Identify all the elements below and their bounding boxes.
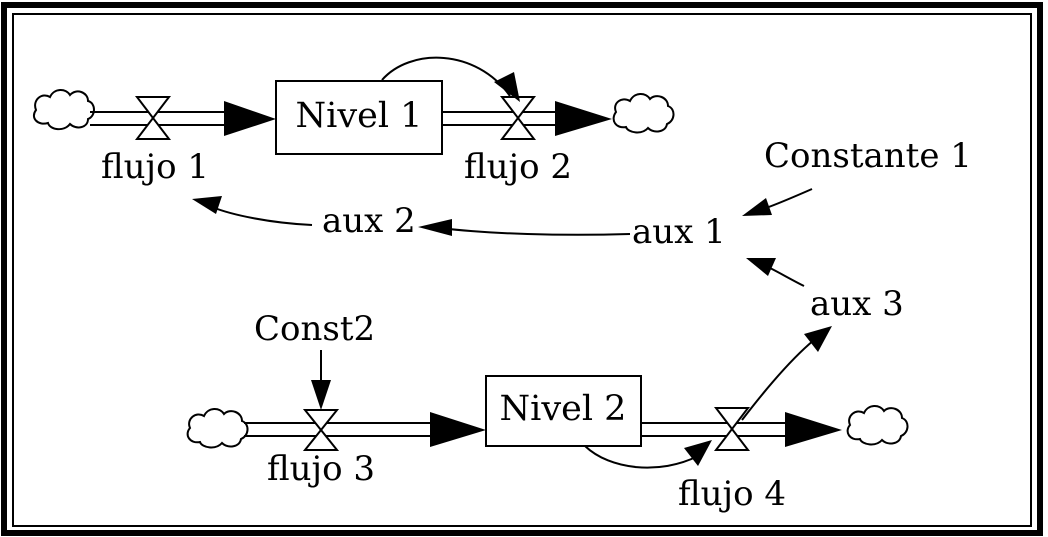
flow-label-flujo-1: flujo 1	[101, 147, 209, 187]
sink-cloud-icon	[846, 405, 909, 446]
aux-label-aux-1: aux 1	[632, 212, 726, 252]
link-flujo4-to-aux3	[741, 339, 815, 421]
stock-label-nivel-1: Nivel 1	[296, 96, 423, 136]
link-aux1-to-aux2	[439, 227, 631, 236]
link-constante1-to-aux1	[765, 188, 813, 209]
diagram-frame-inner	[12, 13, 1032, 527]
flow-pipe-3	[244, 412, 486, 447]
valve-icon	[302, 409, 340, 451]
flow-pipe-1	[90, 101, 276, 136]
flow-label-flujo-3: flujo 3	[267, 449, 375, 489]
stock-box-nivel-1	[275, 80, 443, 155]
source-cloud-icon	[32, 89, 95, 131]
constant-label-constante-1: Constante 1	[764, 136, 972, 176]
stock-box-nivel-2	[485, 375, 642, 447]
link-aux2-to-flujo1	[211, 206, 313, 226]
valve-icon	[499, 96, 537, 140]
link-nivel2-to-flujo4	[584, 445, 699, 469]
flow-pipe-4	[641, 412, 842, 447]
flow-label-flujo-4: flujo 4	[678, 474, 786, 514]
valve-icon	[713, 407, 751, 451]
flow-label-flujo-2: flujo 2	[464, 147, 572, 187]
valve-icon	[134, 96, 172, 140]
flow-pipe-2	[442, 101, 612, 136]
constant-label-const2: Const2	[254, 309, 375, 349]
source-cloud-icon	[186, 408, 249, 449]
aux-label-aux-2: aux 2	[322, 201, 416, 241]
stock-label-nivel-2: Nivel 2	[500, 389, 627, 429]
link-aux3-to-aux1	[769, 267, 805, 287]
sink-cloud-icon	[612, 93, 675, 134]
aux-label-aux-3: aux 3	[810, 284, 904, 324]
